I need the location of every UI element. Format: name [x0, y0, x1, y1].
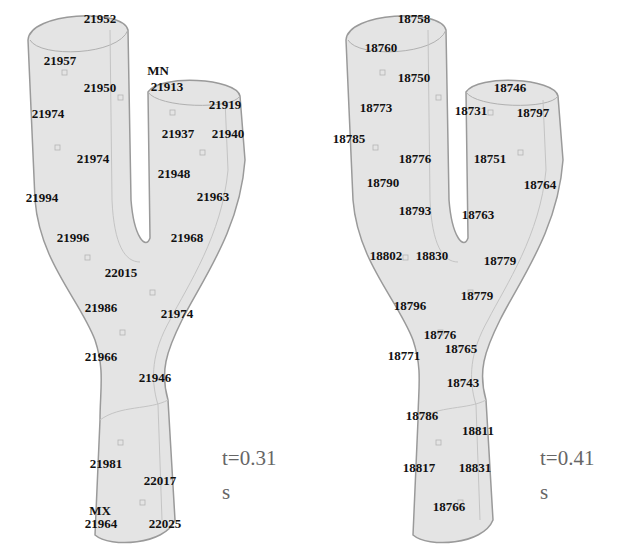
temperature-value: 18776 — [399, 152, 432, 165]
temperature-value: 18751 — [474, 152, 507, 165]
temperature-value: 18750 — [398, 71, 431, 84]
temperature-value: 18817 — [403, 461, 436, 474]
temperature-value: 18830 — [416, 249, 449, 262]
temperature-value: 18811 — [462, 424, 494, 437]
time-stamp: t=0.41 s — [540, 442, 602, 509]
temperature-value: 21913 — [151, 80, 184, 93]
temperature-value: 21948 — [158, 167, 191, 180]
temperature-value: 21994 — [26, 191, 59, 204]
temperature-value: 18776 — [424, 328, 457, 341]
temperature-value: 18786 — [406, 409, 439, 422]
temperature-value: 21974 — [77, 152, 110, 165]
temperature-value: 21937 — [162, 127, 195, 140]
temperature-value: 21940 — [212, 127, 245, 140]
temperature-value: 18796 — [394, 299, 427, 312]
time-stamp: t=0.31 s — [222, 442, 284, 509]
temperature-value: 21986 — [85, 301, 118, 314]
temperature-value: 21966 — [85, 350, 118, 363]
temperature-value: 22025 — [149, 517, 182, 530]
temperature-value: 18831 — [459, 461, 492, 474]
temperature-value: 18771 — [388, 349, 421, 362]
temperature-value: 21964 — [85, 517, 118, 530]
temperature-value: 18760 — [365, 41, 398, 54]
temperature-value: 21981 — [90, 457, 123, 470]
temperature-value: 18773 — [360, 101, 393, 114]
temperature-value: 21974 — [32, 107, 65, 120]
temperature-value: 21952 — [84, 12, 117, 25]
temperature-value: 21968 — [171, 231, 204, 244]
temperature-value: MX — [89, 504, 111, 517]
temperature-value: 18731 — [455, 104, 488, 117]
temperature-value: 21963 — [197, 190, 230, 203]
temperature-value: 18743 — [447, 376, 480, 389]
temperature-value: 21950 — [84, 81, 117, 94]
temperature-value: 22015 — [105, 266, 138, 279]
temperature-value: 21974 — [161, 307, 194, 320]
temperature-value: 18793 — [399, 204, 432, 217]
temperature-value: 18764 — [524, 178, 557, 191]
temperature-value: 21957 — [44, 54, 77, 67]
temperature-value: 18766 — [433, 500, 466, 513]
temperature-value: 21996 — [57, 231, 90, 244]
temperature-value: 18746 — [494, 81, 527, 94]
temperature-value: 18763 — [462, 208, 495, 221]
temperature-value: 18790 — [367, 176, 400, 189]
temperature-value: 21946 — [139, 371, 172, 384]
temperature-value: 18758 — [398, 12, 431, 25]
temperature-value: 18785 — [333, 132, 366, 145]
temperature-value: 18779 — [484, 254, 517, 267]
temperature-value: 18802 — [370, 249, 403, 262]
temperature-value: 18779 — [461, 289, 494, 302]
temperature-value: 22017 — [144, 474, 177, 487]
temperature-value: 18797 — [517, 106, 550, 119]
temperature-value: 21919 — [209, 98, 242, 111]
temperature-value: MN — [147, 64, 169, 77]
temperature-value: 18765 — [445, 342, 478, 355]
